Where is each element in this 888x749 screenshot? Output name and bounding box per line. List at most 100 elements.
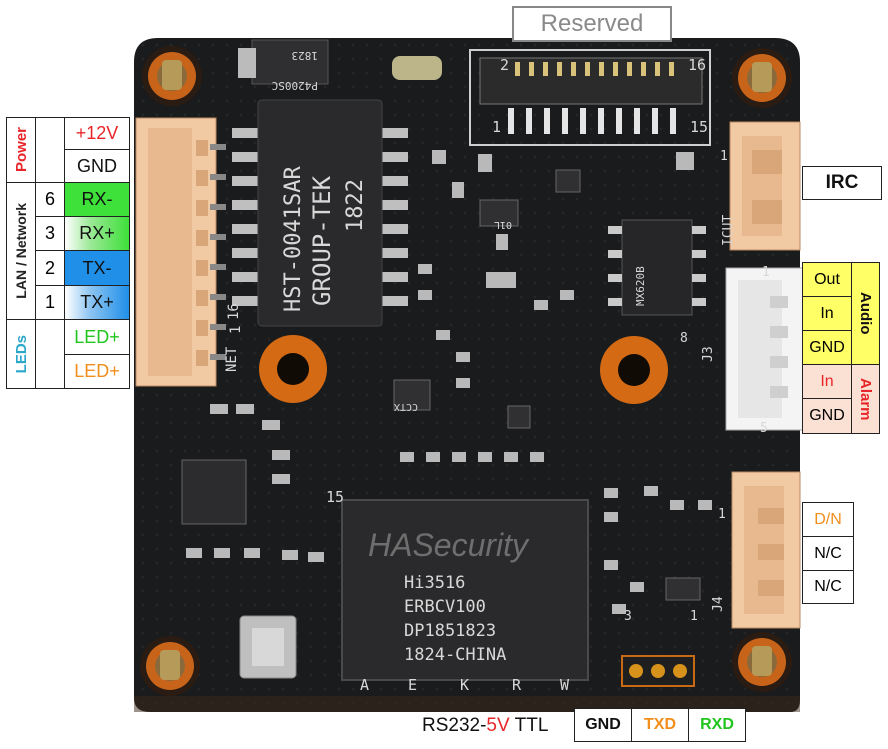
audio-alarm-connector [725,267,805,431]
chip-marking-01l: 01L [494,219,512,230]
icut-label: ICUT [721,215,736,246]
dn-pin: D/N [802,502,854,537]
main-soc-chip [341,499,589,681]
capacitor [392,56,442,80]
audio-gnd: GND [802,330,852,365]
audio-alarm-table: Out In GND Audio In GND Alarm [802,262,880,434]
pin-one-d: 1 [762,265,770,280]
num-blank-1 [35,117,65,183]
audio-in-text: In [820,304,834,322]
pin-gnd-text: GND [77,155,117,176]
audio-chip [608,219,706,316]
pin-led-plus-orange-text: LED+ [74,361,120,381]
num-1-text: 1 [44,292,55,312]
fpc-number-1: 1 [492,118,501,136]
group-power: Power [6,117,36,183]
rs232-gnd-text: GND [585,716,621,733]
num-1: 1 [35,285,65,320]
group-leds-label: LEDs [12,334,30,374]
audio-in: In [802,296,852,331]
rs232-header [621,655,695,687]
mounting-hole-bottom-left [140,636,200,696]
pin-one-c: 1 [690,609,698,624]
pin-tx-minus-text: TX- [82,257,112,278]
mounting-hole-bottom-right [732,632,792,692]
rs232-txd: TXD [631,708,689,742]
mounting-hole-top-left [142,46,202,106]
pin-12v-text: +12V [75,123,119,143]
audio-gnd-text: GND [809,338,845,356]
j3-pin-5: 5 [760,421,768,436]
reserved-label: Reserved [512,6,672,42]
power-ic-marking: P4200SC [272,79,318,92]
pin-tx-plus: TX+ [64,285,130,320]
j4-label: J4 [711,596,726,612]
bottom-letter-a: A [360,676,369,694]
bottom-letter-w: W [560,676,570,694]
power-ic-date: 1823 [292,49,319,62]
mounting-hole-top-right [732,48,792,108]
irc-label-text: IRC [825,172,859,193]
soc-line-2: ERBCV100 [404,597,486,617]
soc-line-4: 1824-CHINA [404,645,506,665]
dn-connector [731,471,801,629]
network-transformer [232,99,408,327]
audio-chip-marking: MX620B [634,266,647,306]
alarm-in: In [802,364,852,399]
pin-tx-plus-text: TX+ [80,292,114,312]
lens-mount-hole-left [259,335,327,403]
left-pin-table: Power LAN / Network LEDs 6 3 2 1 +12V GN… [6,117,130,389]
soc-pin-15: 15 [326,488,344,506]
alarm-group-label: Alarm [857,377,874,421]
rs232-suffix: TTL [509,715,549,736]
rs232-prefix: RS232- [422,715,487,736]
transformer-line-1: HST-0041SAR [281,166,306,312]
rs232-txd-text: TXD [644,716,676,733]
num-2-text: 2 [44,257,55,278]
lens-mount-hole-right [600,336,668,404]
ethernet-phy-chip [181,459,247,525]
pin-led-plus-green-text: LED+ [74,326,120,347]
j3-label: J3 [701,346,716,362]
num-6-text: 6 [44,189,55,209]
bottom-letter-e: E [408,676,417,694]
rs232-label: RS232-5V TTL [422,711,548,741]
pin-rx-plus-text: RX+ [79,223,115,243]
lan-connector [135,117,226,387]
audio-out: Out [802,262,852,297]
nc-pin-2-text: N/C [814,578,842,595]
num-3-text: 3 [44,223,55,243]
nc-pin-1: N/C [802,536,854,571]
bottom-letter-r: R [512,676,522,694]
alarm-in-text: In [820,372,834,390]
reserved-label-text: Reserved [540,10,644,37]
alarm-group: Alarm [851,364,880,434]
group-lan-label: LAN / Network [13,203,29,299]
pin-eight: 8 [680,331,688,346]
pin-one-b: 1 [718,507,726,522]
transformer-line-2: GROUP-TEK [308,175,336,306]
pin-one-a: 1 [720,149,728,164]
nc-pin-1-text: N/C [814,544,842,562]
pin-rx-plus: RX+ [64,216,130,251]
power-ic [238,39,329,85]
audio-group-label: Audio [857,292,874,335]
net-label: NET [224,346,240,372]
num-blank-2 [35,319,65,389]
pin-tx-minus: TX- [64,250,130,286]
bottom-letter-k: K [460,676,469,694]
net-pin-16: 16 [226,303,242,320]
pin-three: 3 [624,609,632,624]
rs232-pin-table: GND TXD RXD [574,708,746,742]
pin-rx-minus: RX- [64,182,130,217]
smd-components [186,150,712,614]
num-6: 6 [35,182,65,217]
num-2: 2 [35,250,65,286]
group-leds: LEDs [6,319,36,389]
rs232-gnd: GND [574,708,632,742]
alarm-gnd: GND [802,398,852,434]
rs232-voltage: 5V [486,715,510,736]
transistor-marking: CCTX [394,401,418,412]
